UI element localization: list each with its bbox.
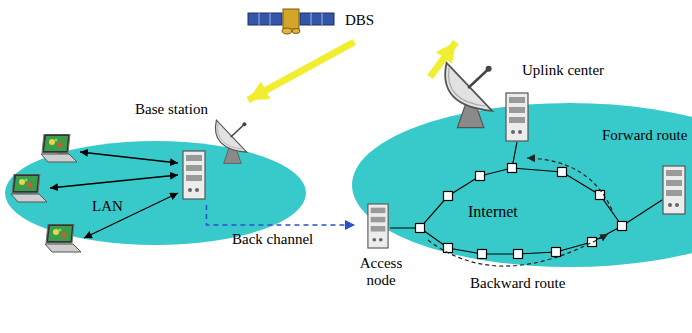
node-label: Uplink center bbox=[522, 62, 692, 79]
base-station-node: Base station bbox=[130, 100, 269, 205]
route-label: Forward route bbox=[602, 126, 687, 144]
edge-label: Back channel bbox=[232, 231, 313, 248]
connector bbox=[430, 42, 456, 77]
satellite bbox=[248, 9, 334, 34]
node-label: Internet bbox=[468, 203, 692, 221]
connector bbox=[248, 42, 354, 100]
route-label-text: Backward route bbox=[470, 275, 565, 292]
edge-label-box: Back channel bbox=[232, 230, 313, 248]
node-label: Base station bbox=[135, 101, 274, 118]
access-node: Access node bbox=[355, 200, 411, 295]
region-ellipse bbox=[5, 141, 306, 245]
satellite-node: DBS bbox=[240, 2, 494, 42]
node-label: Access node bbox=[355, 255, 407, 290]
lan-ellipse: LAN bbox=[5, 141, 306, 245]
node-label: LAN bbox=[92, 198, 393, 215]
route-label: Backward route bbox=[470, 274, 565, 292]
route-label-text: Forward route bbox=[602, 127, 687, 144]
node-label: DBS bbox=[345, 12, 599, 29]
